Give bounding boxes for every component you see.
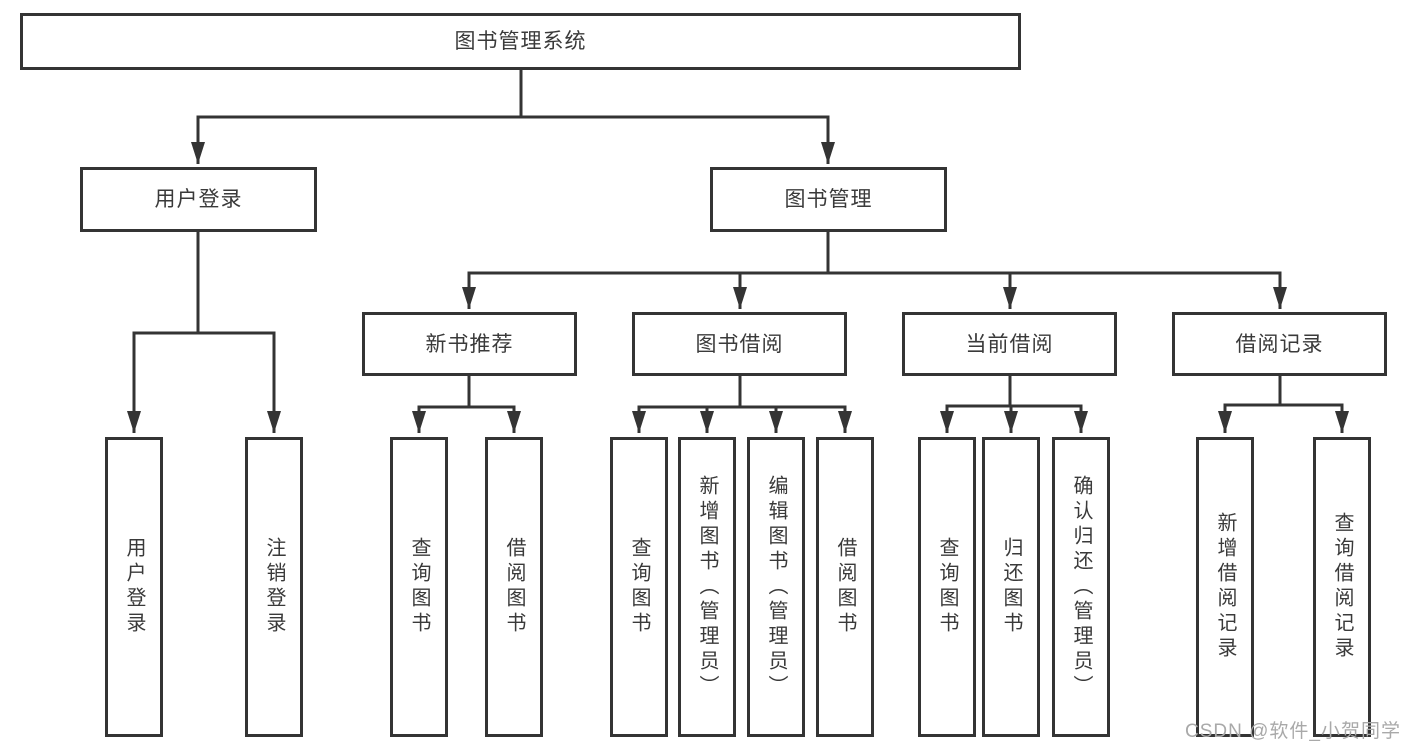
node-label: 归还图书 xyxy=(1000,537,1022,637)
csdn-watermark: CSDN @软件_小贺同学 xyxy=(1185,721,1401,742)
node-label: 用户登录 xyxy=(123,537,145,637)
node-book-borrowing: 图书借阅 xyxy=(632,312,847,376)
node-borrowing-records: 借阅记录 xyxy=(1172,312,1387,376)
node-query-books-current: 查询图书 xyxy=(918,437,976,737)
node-book-management: 图书管理 xyxy=(710,167,947,232)
node-current-borrowing: 当前借阅 xyxy=(902,312,1117,376)
connector-arrows xyxy=(127,117,1349,433)
node-confirm-return-admin: 确认归还（管理员） xyxy=(1052,437,1110,737)
node-label: 新书推荐 xyxy=(425,332,514,356)
node-user-login: 用户登录 xyxy=(80,167,317,232)
node-query-borrow-record: 查询借阅记录 xyxy=(1313,437,1371,737)
node-label: 查询图书 xyxy=(936,537,958,637)
node-label: 当前借阅 xyxy=(965,332,1054,356)
node-label: 确认归还（管理员） xyxy=(1070,474,1092,700)
node-library-management-system: 图书管理系统 xyxy=(20,13,1021,70)
node-label: 编辑图书（管理员） xyxy=(765,474,787,700)
node-borrow-books-leaf: 借阅图书 xyxy=(816,437,874,737)
node-label: 借阅图书 xyxy=(834,537,856,637)
node-query-books-borrow: 查询图书 xyxy=(610,437,668,737)
node-user-login-leaf: 用户登录 xyxy=(105,437,163,737)
node-add-book-admin: 新增图书（管理员） xyxy=(678,437,736,737)
node-label: 注销登录 xyxy=(263,537,285,637)
node-return-books: 归还图书 xyxy=(982,437,1040,737)
node-label: 用户登录 xyxy=(154,188,243,211)
node-add-borrow-record: 新增借阅记录 xyxy=(1196,437,1254,737)
node-label: 借阅记录 xyxy=(1235,332,1324,356)
node-label: 图书管理 xyxy=(784,188,873,211)
connector-skeleton xyxy=(132,67,1344,409)
node-label: 图书借阅 xyxy=(695,332,784,356)
node-borrow-books-recommend: 借阅图书 xyxy=(485,437,543,737)
node-label: 新增图书（管理员） xyxy=(696,474,718,700)
node-query-books-recommend: 查询图书 xyxy=(390,437,448,737)
node-label: 新增借阅记录 xyxy=(1214,512,1236,662)
node-edit-book-admin: 编辑图书（管理员） xyxy=(747,437,805,737)
node-label: 查询借阅记录 xyxy=(1331,512,1353,662)
node-label: 查询图书 xyxy=(628,537,650,637)
node-label: 借阅图书 xyxy=(503,537,525,637)
node-new-book-recommendation: 新书推荐 xyxy=(362,312,577,376)
node-label: 查询图书 xyxy=(408,537,430,637)
node-label: 图书管理系统 xyxy=(454,30,587,53)
node-logout-leaf: 注销登录 xyxy=(245,437,303,737)
